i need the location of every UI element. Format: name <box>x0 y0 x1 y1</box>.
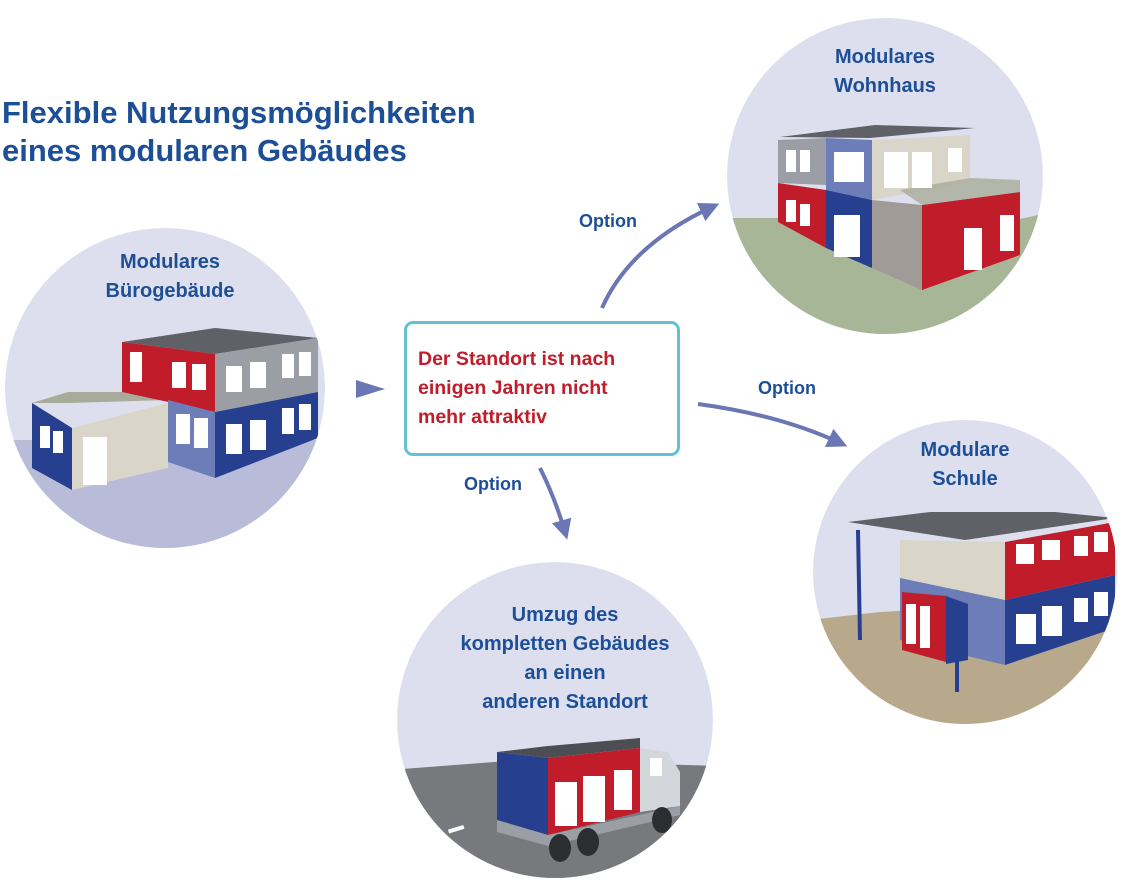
central-condition-line: einigen Jahren nicht <box>418 377 608 399</box>
title-line-1: Flexible Nutzungsmöglichkeiten <box>2 95 476 130</box>
option-label-school: Option <box>758 378 816 398</box>
school-label-line: Schule <box>932 468 998 490</box>
school-label: Modulare Schule <box>895 436 1035 494</box>
relocation-label-line: Umzug des <box>511 604 619 626</box>
relocation-label-line: anderen Standort <box>482 691 648 713</box>
central-condition-text: Der Standort ist nach einigen Jahren nic… <box>408 345 676 432</box>
title-line-2: eines modularen Gebäudes <box>2 133 407 168</box>
central-condition-box: Der Standort ist nach einigen Jahren nic… <box>404 321 680 456</box>
central-condition-line: mehr attraktiv <box>418 406 547 428</box>
office-label-line: Bürogebäude <box>105 280 235 302</box>
office-label-line: Modulares <box>119 251 221 273</box>
option-label-relocation: Option <box>464 474 522 494</box>
arrow-to-relocation <box>538 467 572 540</box>
residential-label-line: Wohnhaus <box>834 75 936 97</box>
residential-label-line: Modulares <box>834 46 936 68</box>
relocation-label-line: an einen <box>524 662 606 684</box>
arrows <box>356 202 848 540</box>
office-label: Modulares Bürogebäude <box>82 248 258 306</box>
option-label-residential: Option <box>579 211 637 231</box>
residential-scene <box>727 18 1043 334</box>
diagram-title: Flexible Nutzungsmöglichkeiten eines mod… <box>2 94 476 170</box>
central-condition-line: Der Standort ist nach <box>418 348 616 370</box>
residential-label: Modulares Wohnhaus <box>795 43 975 101</box>
arrow-to-school <box>697 402 848 447</box>
arrow-to-residential <box>600 202 720 309</box>
relocation-label: Umzug des kompletten Gebäudes an einen a… <box>420 601 710 717</box>
relocation-label-line: kompletten Gebäudes <box>460 633 670 655</box>
arrow-office-to-center-head <box>356 380 385 398</box>
school-label-line: Modulare <box>920 439 1010 461</box>
